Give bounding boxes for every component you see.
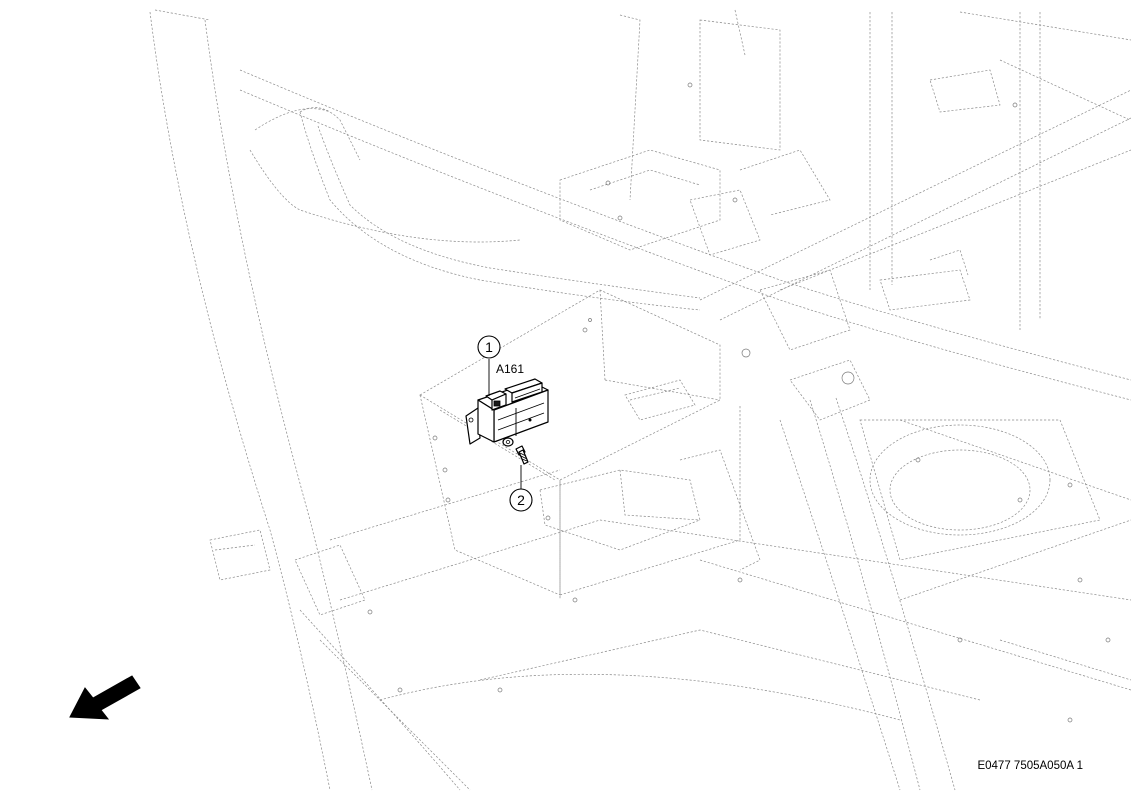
mounting-box bbox=[419, 289, 761, 600]
washer-and-screw bbox=[502, 437, 529, 465]
callout-1-balloon bbox=[477, 335, 501, 359]
callout-1: 1 bbox=[477, 335, 501, 396]
drawing-reference: E0477 7505A050A 1 bbox=[977, 760, 1083, 772]
callout-2: 2 bbox=[509, 465, 533, 512]
arrow-down-left-icon bbox=[69, 675, 141, 720]
control-module-a161 bbox=[465, 378, 549, 445]
callout-1-number: 1 bbox=[485, 339, 493, 355]
component-label: A161 bbox=[496, 362, 524, 376]
background-frame bbox=[149, 9, 1131, 791]
callout-2-balloon bbox=[509, 488, 533, 512]
callout-2-number: 2 bbox=[517, 492, 525, 508]
